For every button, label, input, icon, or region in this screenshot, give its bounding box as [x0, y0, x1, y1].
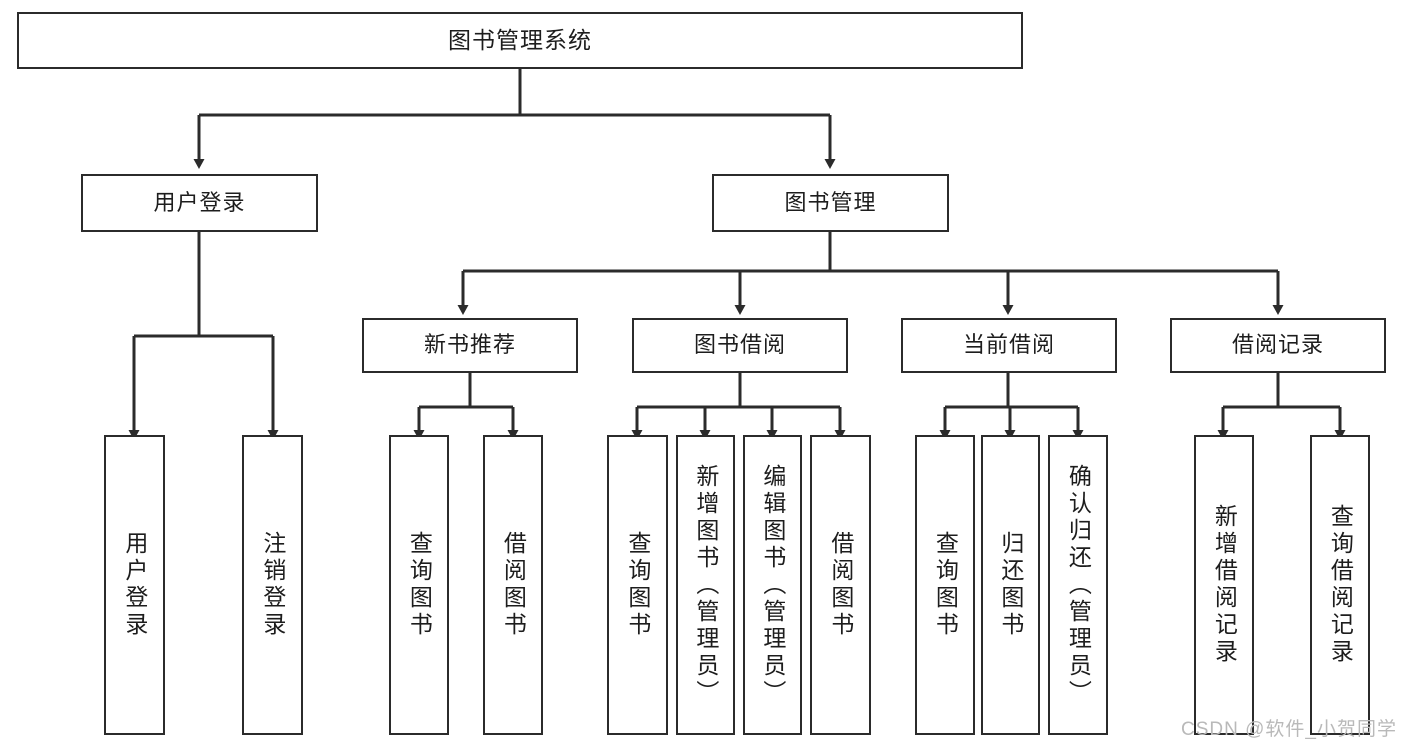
- watermark-text: CSDN @软件_小贺同学: [1181, 719, 1397, 740]
- leaf-label: 查询图书: [932, 531, 959, 639]
- leaf-label: 注销登录: [259, 531, 286, 639]
- leaf-borrow-edit-book-admin[interactable]: 编辑图书（管理员）: [743, 435, 802, 735]
- node-new-book-recommendation[interactable]: 新书推荐: [362, 318, 578, 373]
- leaf-label: 新增图书（管理员）: [692, 463, 719, 707]
- leaf-new-book-query-books[interactable]: 查询图书: [389, 435, 449, 735]
- leaf-label: 借阅图书: [500, 531, 527, 639]
- leaf-label: 查询借阅记录: [1327, 504, 1354, 666]
- leaf-label: 借阅图书: [827, 531, 854, 639]
- leaf-label: 查询图书: [624, 531, 651, 639]
- node-book-management[interactable]: 图书管理: [712, 174, 949, 232]
- leaf-borrow-add-book-admin[interactable]: 新增图书（管理员）: [676, 435, 735, 735]
- leaf-user-login-login[interactable]: 用户登录: [104, 435, 165, 735]
- leaf-new-book-borrow-books[interactable]: 借阅图书: [483, 435, 543, 735]
- leaf-label: 确认归还（管理员）: [1065, 463, 1092, 707]
- node-root-library-system[interactable]: 图书管理系统: [17, 12, 1023, 69]
- leaf-record-query-borrow-record[interactable]: 查询借阅记录: [1310, 435, 1370, 735]
- leaf-label: 编辑图书（管理员）: [759, 463, 786, 707]
- leaf-current-return-books[interactable]: 归还图书: [981, 435, 1040, 735]
- leaf-label: 新增借阅记录: [1211, 504, 1238, 666]
- leaf-label: 用户登录: [121, 531, 148, 639]
- leaf-borrow-query-books[interactable]: 查询图书: [607, 435, 668, 735]
- node-user-login[interactable]: 用户登录: [81, 174, 318, 232]
- leaf-current-confirm-return-admin[interactable]: 确认归还（管理员）: [1048, 435, 1108, 735]
- node-book-borrowing[interactable]: 图书借阅: [632, 318, 848, 373]
- leaf-current-query-books[interactable]: 查询图书: [915, 435, 975, 735]
- leaf-record-add-borrow-record[interactable]: 新增借阅记录: [1194, 435, 1254, 735]
- leaf-borrow-borrow-books[interactable]: 借阅图书: [810, 435, 871, 735]
- leaf-label: 归还图书: [997, 531, 1024, 639]
- leaf-label: 查询图书: [406, 531, 433, 639]
- leaf-user-login-logout[interactable]: 注销登录: [242, 435, 303, 735]
- node-current-borrowing[interactable]: 当前借阅: [901, 318, 1117, 373]
- node-borrowing-records[interactable]: 借阅记录: [1170, 318, 1386, 373]
